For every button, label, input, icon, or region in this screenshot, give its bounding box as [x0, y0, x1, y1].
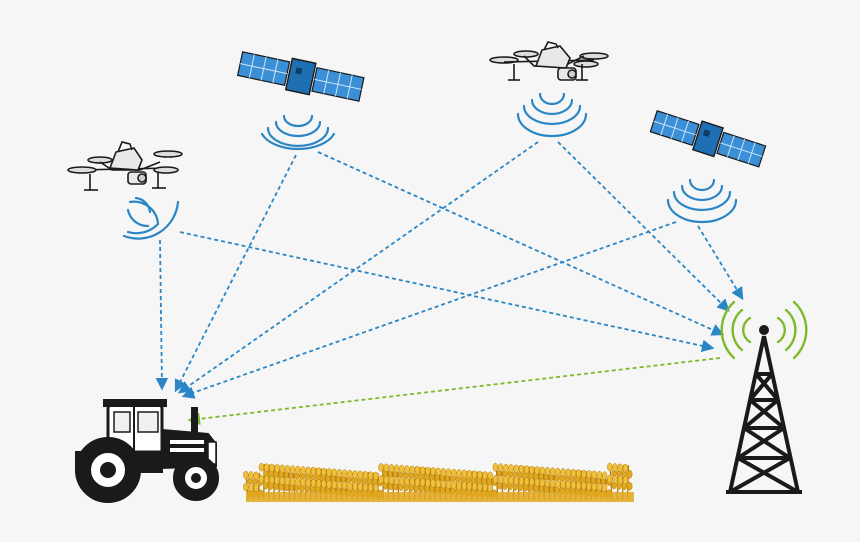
signal-waves: [260, 114, 336, 151]
link-satellite-right-to-tractor: [181, 221, 677, 399]
drone-right: [489, 41, 609, 138]
drone-icon: [489, 41, 609, 81]
tractor-icon: [75, 399, 219, 503]
signal-waves: [720, 300, 808, 360]
link-drone-left-to-cell-tower: [179, 231, 715, 353]
link-cell-tower-to-tractor: [187, 357, 721, 426]
wheat-field-icon: [243, 462, 634, 502]
satellite-right: [649, 110, 767, 224]
drone-left: [67, 141, 183, 240]
signal-waves: [666, 178, 738, 224]
link-satellite-left-to-cell-tower: [317, 151, 725, 336]
satellite-left: [236, 51, 365, 151]
link-satellite-right-to-cell-tower: [697, 225, 744, 301]
signal-waves: [516, 92, 588, 138]
tractor: [75, 399, 219, 503]
satellite-icon: [236, 51, 365, 102]
drone-icon: [67, 141, 183, 191]
satellite-icon: [649, 110, 767, 168]
link-satellite-left-to-tractor: [174, 154, 297, 393]
crop-field: [243, 462, 634, 502]
signal-waves: [122, 196, 180, 240]
link-drone-right-to-cell-tower: [557, 141, 730, 312]
link-drone-left-to-tractor: [155, 239, 169, 391]
link-drone-right-to-tractor: [177, 141, 539, 394]
cell-tower: [720, 300, 808, 494]
cell-tower-icon: [726, 325, 802, 494]
link-layer: [155, 141, 744, 426]
